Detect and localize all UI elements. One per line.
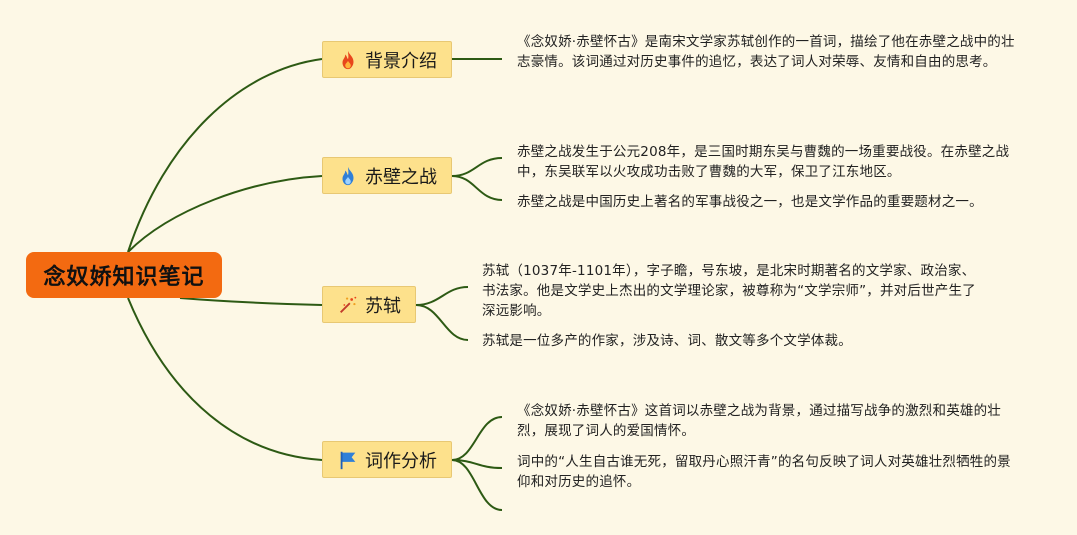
branch-3-to-note-2 bbox=[415, 304, 469, 341]
root-to-branch-1 bbox=[127, 58, 323, 253]
branch-node-battle[interactable]: 赤壁之战 bbox=[322, 157, 452, 194]
root-title: 念奴娇知识笔记 bbox=[43, 265, 205, 290]
flag-icon bbox=[337, 449, 359, 471]
note-sushi-1: 苏轼（1037年-1101年），字子瞻，号东坡，是北宋时期著名的文学家、政治家、… bbox=[482, 263, 976, 319]
branch-node-analysis[interactable]: 词作分析 bbox=[322, 441, 452, 478]
flame-icon bbox=[337, 165, 359, 187]
branch-label: 苏轼 bbox=[365, 295, 401, 317]
note-analysis-1: 《念奴娇·赤壁怀古》这首词以赤壁之战为背景，通过描写战争的激烈和英雄的壮烈，展现… bbox=[517, 403, 1001, 439]
note-background-1: 《念奴娇·赤壁怀古》是南宋文学家苏轼创作的一首词，描绘了他在赤壁之战中的壮志豪情… bbox=[517, 34, 1015, 70]
root-to-branch-4 bbox=[127, 297, 323, 461]
branch-label: 词作分析 bbox=[365, 450, 437, 472]
fire-icon bbox=[337, 49, 359, 71]
branch-label: 赤壁之战 bbox=[365, 166, 437, 188]
root-node[interactable]: 念奴娇知识笔记 bbox=[26, 252, 222, 298]
root-to-branch-3 bbox=[179, 297, 323, 306]
branch-node-background[interactable]: 背景介绍 bbox=[322, 41, 452, 78]
branch-2-to-note-1 bbox=[451, 157, 503, 177]
branch-node-sushi[interactable]: 苏轼 bbox=[322, 286, 416, 323]
branch-label: 背景介绍 bbox=[365, 50, 437, 72]
note-sushi-2: 苏轼是一位多产的作家，涉及诗、词、散文等多个文学体裁。 bbox=[482, 333, 852, 349]
note-analysis-2: 词中的“人生自古谁无死，留取丹心照汗青”的名句反映了词人对英雄壮烈牺牲的景仰和对… bbox=[517, 454, 1011, 490]
branch-4-to-note-3 bbox=[451, 459, 503, 511]
branch-2-to-note-2 bbox=[451, 175, 503, 201]
sparkle-icon bbox=[337, 294, 359, 316]
branch-4-to-note-1 bbox=[451, 416, 503, 461]
note-battle-2: 赤壁之战是中国历史上著名的军事战役之一，也是文学作品的重要题材之一。 bbox=[517, 194, 983, 210]
note-battle-1: 赤壁之战发生于公元208年，是三国时期东吴与曹魏的一场重要战役。在赤壁之战中，东… bbox=[517, 144, 1010, 180]
root-to-branch-2 bbox=[127, 175, 323, 253]
branch-3-to-note-1 bbox=[415, 286, 469, 306]
